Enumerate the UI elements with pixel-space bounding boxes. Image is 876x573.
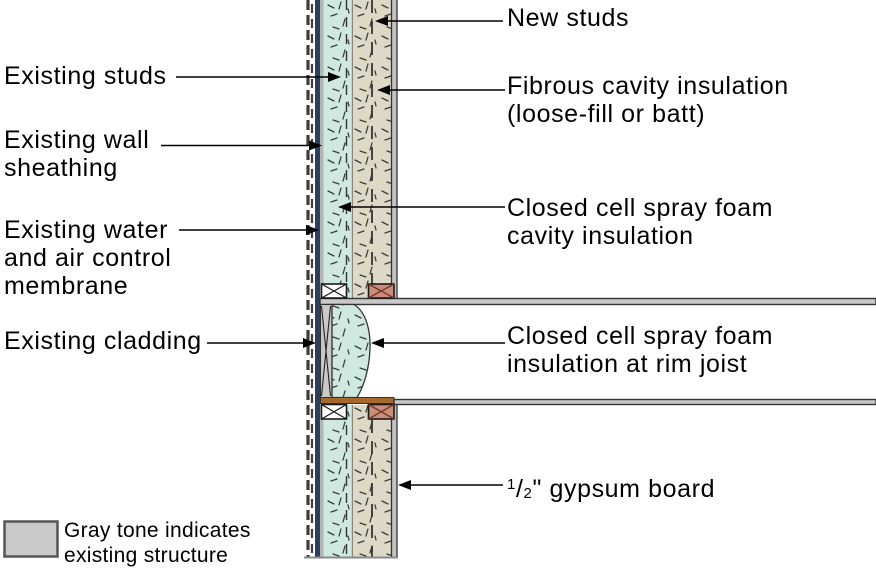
label-line: Existing studs (4, 62, 167, 90)
arrowhead-new-studs (375, 16, 388, 26)
fraction-slash: / (515, 475, 524, 503)
label-line: Existing cladding (4, 327, 202, 355)
legend-line: existing structure (64, 544, 229, 567)
upper-floor-line (319, 297, 876, 306)
existing-cladding-layer (304, 0, 315, 558)
arrowhead-gypsum-board (398, 480, 411, 490)
label-line: membrane (4, 272, 129, 300)
label-line: Fibrous cavity insulation (507, 72, 789, 100)
legend-gray-swatch (3, 520, 59, 558)
lower-floor-line (393, 398, 876, 406)
label-line: Existing wall (4, 126, 150, 154)
legend-line: Gray tone indicates (64, 519, 251, 542)
label-line: cavity insulation (507, 222, 694, 250)
rim-foam-texture (332, 304, 371, 398)
arrowhead-existing-studs (328, 72, 341, 82)
spray-foam-cavity-layer (323, 0, 354, 558)
label-existing-cladding: Existing cladding (4, 327, 202, 355)
label-line: Closed cell spray foam (507, 194, 774, 222)
spray-foam-texture (323, 0, 352, 558)
arrowheads (303, 16, 411, 490)
leader-lines (161, 20, 505, 486)
gypsum-board-layer (390, 0, 398, 558)
label-fibrous-insulation: Fibrous cavity insulation (loose-fill or… (507, 72, 789, 128)
arrowhead-spray-foam-rim (371, 338, 384, 348)
water-air-control-membrane-layer (315, 0, 320, 558)
arrowhead-fibrous-insulation (377, 85, 390, 95)
arrowhead-existing-membrane (306, 225, 319, 235)
arrowhead-existing-cladding (303, 338, 316, 348)
rim-joist (319, 303, 333, 399)
label-line: and air control (4, 244, 172, 272)
label-line: insulation at rim joist (507, 350, 748, 378)
arrowhead-spray-foam-cavity (338, 202, 351, 212)
rim-spray-foam (331, 303, 371, 399)
gypsum-fill (391, 0, 397, 558)
label-line: New studs (507, 4, 630, 32)
legend-text: Gray tone indicates existing structure (64, 518, 251, 568)
label-line: (loose-fill or batt) (507, 100, 706, 128)
label-line: Existing water (4, 216, 169, 244)
new-plate-lower (367, 403, 395, 420)
existing-plate-lower (320, 403, 348, 420)
label-gypsum-board: 1/2" gypsum board (507, 471, 715, 508)
label-line: Closed cell spray foam (507, 322, 774, 350)
new-plate-upper (367, 283, 395, 299)
arrowhead-existing-wall-sheathing (309, 140, 322, 151)
fraction-numerator: 1 (507, 476, 516, 493)
label-existing-studs: Existing studs (4, 62, 167, 90)
label-spray-foam-rim: Closed cell spray foam insulation at rim… (507, 322, 773, 378)
label-line: " gypsum board (532, 475, 716, 503)
wall-sheathing-layer (320, 0, 324, 558)
fibrous-insulation-layer (352, 0, 391, 558)
existing-plate-upper (320, 283, 348, 299)
label-spray-foam-cavity: Closed cell spray foam cavity insulation (507, 194, 773, 250)
floor-cavity-clear (320, 298, 876, 405)
fraction-denominator: 2 (523, 485, 533, 502)
label-existing-wall-sheathing: Existing wall sheathing (4, 126, 149, 182)
label-line: sheathing (4, 154, 118, 182)
subfloor-strip (320, 397, 395, 404)
label-existing-membrane: Existing water and air control membrane (4, 216, 171, 300)
label-new-studs: New studs (507, 4, 629, 32)
rim-joist-grain-mark (320, 305, 332, 397)
